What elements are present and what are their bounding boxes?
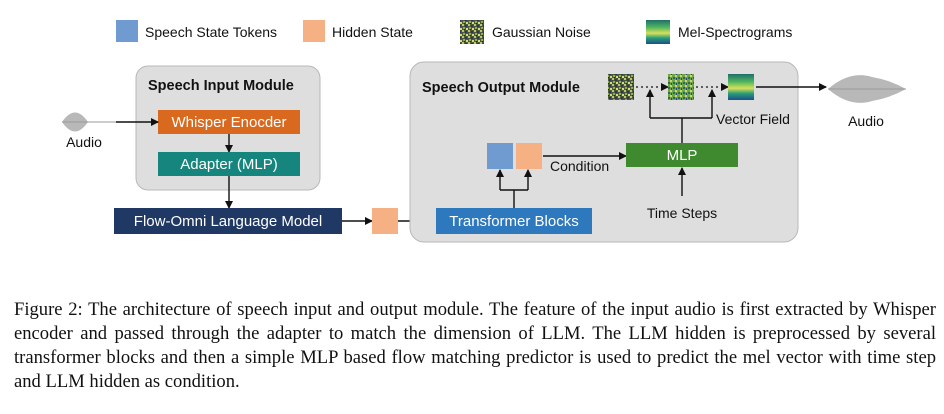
- audio-output-label: Audio: [848, 113, 884, 129]
- vector-field-label: Vector Field: [716, 111, 790, 127]
- adapter-box: [158, 152, 300, 176]
- architecture-diagram: Speech State Tokens Hidden State Gaussia…: [62, 20, 906, 243]
- whisper-encoder-box: [158, 110, 300, 134]
- speech-input-module: Speech Input Module Whisper Enocder Adap…: [135, 65, 321, 191]
- gaussian-noise-swatch: [460, 20, 484, 44]
- figure-caption: Figure 2: The architecture of speech inp…: [14, 299, 936, 392]
- output-speech-state-token: [487, 143, 513, 169]
- input-module-title: Speech Input Module: [148, 78, 294, 94]
- mlp-label: MLP: [667, 147, 698, 164]
- legend: Speech State Tokens Hidden State Gaussia…: [116, 20, 792, 44]
- legend-speech-state-tokens: Speech State Tokens: [145, 24, 277, 40]
- legend-mel-spectrograms: Mel-Spectrograms: [678, 24, 792, 40]
- transformer-blocks-label: Transformer Blocks: [449, 213, 578, 230]
- legend-gaussian-noise: Gaussian Noise: [492, 24, 591, 40]
- hidden-state-swatch: [303, 20, 325, 42]
- audio-input-waveform: [62, 112, 118, 132]
- transformer-blocks-box: [436, 208, 592, 234]
- speech-output-module: Speech Output Module Transformer Blocks …: [409, 61, 799, 243]
- mel-spectrogram-output: [728, 74, 754, 100]
- condition-label: Condition: [550, 158, 609, 174]
- noise-spectrogram: [608, 74, 634, 100]
- legend-hidden-state: Hidden State: [332, 24, 413, 40]
- mel-spectrogram-swatch: [646, 20, 670, 44]
- llm-box: [114, 208, 342, 234]
- audio-output-waveform: [828, 75, 906, 103]
- intermediate-spectrogram: [668, 74, 694, 100]
- whisper-encoder-label: Whisper Enocder: [171, 114, 286, 131]
- speech-state-token-swatch: [116, 20, 138, 42]
- llm-hidden-state-token: [372, 208, 398, 234]
- output-module-panel: [409, 61, 799, 243]
- audio-input-label: Audio: [66, 134, 102, 150]
- output-module-title: Speech Output Module: [422, 80, 580, 96]
- time-steps-label: Time Steps: [647, 205, 717, 221]
- adapter-label: Adapter (MLP): [180, 156, 278, 173]
- mlp-box: [626, 143, 738, 167]
- output-hidden-state-token: [516, 143, 542, 169]
- llm-label: Flow-Omni Language Model: [134, 213, 322, 230]
